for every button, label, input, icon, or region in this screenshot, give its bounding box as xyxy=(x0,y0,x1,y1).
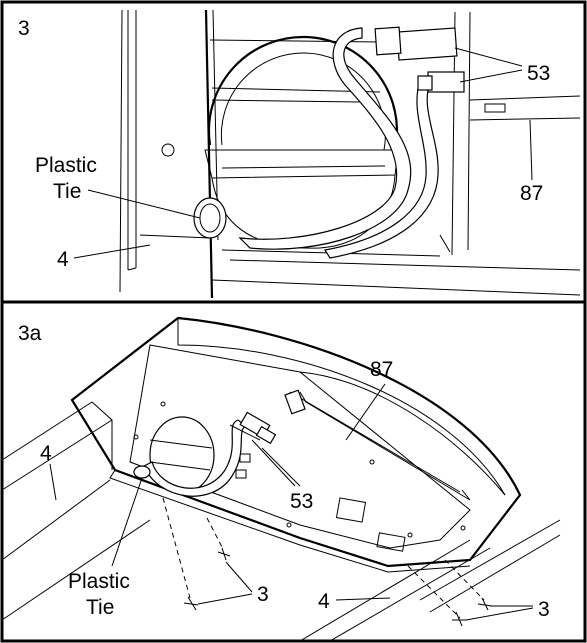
screw-paths xyxy=(162,497,485,619)
part-4-label-top: 4 xyxy=(57,248,69,271)
part-53-leader-3a-b xyxy=(261,447,301,487)
panel-step-3a: 3a 87 53 4 4 Plastic Tie 3 3 xyxy=(1,316,561,642)
part-4-leader-top xyxy=(73,244,151,259)
screw-label-right: 3 xyxy=(538,598,550,621)
screw-leader-left-b xyxy=(197,593,253,605)
wire-harness-3a xyxy=(133,411,277,497)
plastic-tie-label-3a-line2: Tie xyxy=(86,596,114,619)
flywheel-cover-3a xyxy=(149,416,215,494)
console-body-3a xyxy=(70,316,522,573)
screw-icon xyxy=(183,547,493,627)
upright-frame-top xyxy=(119,9,219,299)
part-87-label-3a: 87 xyxy=(370,358,393,381)
part-87-label: 87 xyxy=(520,182,543,205)
screw-leader-left-a xyxy=(225,561,253,593)
step-label-3a: 3a xyxy=(18,322,42,345)
part-53-leader-3a-a xyxy=(251,439,296,487)
plastic-tie-label-3a-line1: Plastic xyxy=(68,570,130,593)
part-87-leader xyxy=(529,119,533,181)
part-4-leader-right xyxy=(335,597,391,601)
part-53-leader-b xyxy=(459,69,523,83)
upright-left xyxy=(1,401,151,621)
panel-step-3: 3 Plastic Tie 53 87 4 xyxy=(18,9,581,299)
wire-harness-top xyxy=(193,26,465,259)
part-4-leader-left xyxy=(49,463,57,501)
part-4-label-left: 4 xyxy=(40,442,52,465)
step-label-3: 3 xyxy=(18,17,30,40)
part-4-label-right: 4 xyxy=(318,590,330,613)
plastic-tie-label-line2: Tie xyxy=(53,180,81,203)
screw-leader-right-b xyxy=(465,607,534,621)
part-53-leader-a xyxy=(454,47,523,67)
plastic-tie-label-line1: Plastic xyxy=(35,154,97,177)
part-87-leader-3a xyxy=(345,383,386,441)
upright-right xyxy=(299,519,561,642)
plastic-tie-leader-3a xyxy=(111,477,143,567)
plastic-tie-leader xyxy=(87,189,201,219)
screw-label-left: 3 xyxy=(257,583,269,606)
part-53-label: 53 xyxy=(527,62,550,85)
part-53-label-3a: 53 xyxy=(290,490,313,513)
